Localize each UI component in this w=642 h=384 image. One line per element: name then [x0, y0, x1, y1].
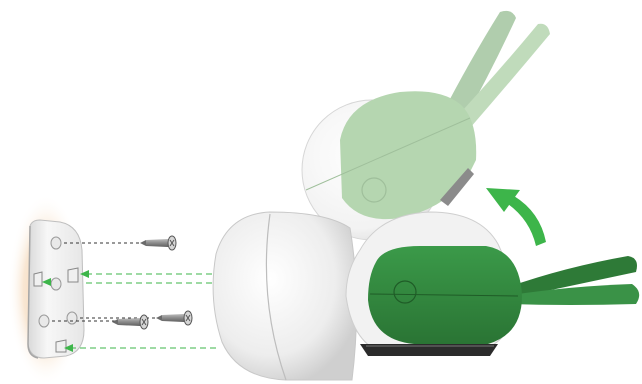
screw [112, 315, 148, 329]
screw [140, 236, 176, 250]
screw-hole [67, 312, 77, 324]
ghost-body [340, 91, 476, 219]
screw-hole [39, 315, 49, 327]
camera [346, 212, 639, 356]
mount-ball [213, 212, 356, 380]
mount-ball-body [213, 212, 356, 380]
clip-tab [34, 272, 42, 286]
screw [156, 311, 192, 325]
rotate-arrow [486, 188, 546, 246]
screw-hole [51, 278, 61, 290]
rotate-arrow-shaft [508, 196, 546, 246]
clip-tab [68, 268, 78, 282]
screw-hole [51, 237, 61, 249]
wall-plate [8, 194, 84, 384]
clip-tab [56, 340, 66, 352]
